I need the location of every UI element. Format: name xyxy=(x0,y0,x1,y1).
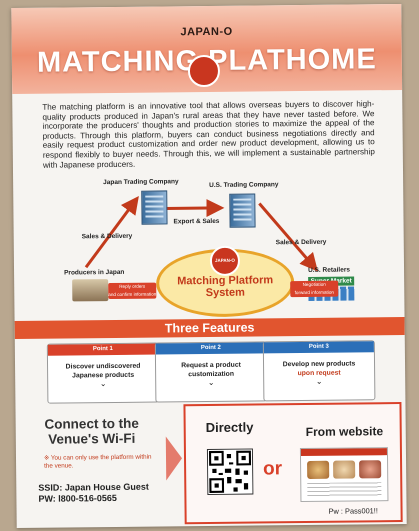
feature-card-3: Point 3 Develop new products upon reques… xyxy=(262,340,376,402)
chevron-down-icon: ⌄ xyxy=(99,379,107,389)
feature-card-2: Point 2 Request a product customization … xyxy=(154,341,268,403)
website-password: Pw : Pass001!! xyxy=(328,506,378,516)
wifi-title: Connect to the Venue's Wi-Fi xyxy=(22,416,162,447)
wifi-ssid: SSID: Japan House Guest xyxy=(38,481,149,493)
feature-2-text: Request a product customization xyxy=(156,360,266,379)
arrow-right-icon xyxy=(165,436,183,481)
wifi-title-line2: Venue's Wi-Fi xyxy=(48,430,136,447)
retailers-label: U.S. Retailers xyxy=(308,266,351,274)
feature-2-point: Point 2 xyxy=(155,342,266,355)
directly-label: Directly xyxy=(205,419,254,436)
intro-text: The matching platform is an innovative t… xyxy=(42,99,375,170)
website-text-lines xyxy=(307,482,382,497)
website-food-image-1 xyxy=(307,460,330,479)
left-arrow-line2: and confirm information xyxy=(108,291,157,298)
flow-diagram-arrows xyxy=(84,195,318,272)
or-label: or xyxy=(263,458,283,480)
logo-icon xyxy=(187,54,221,88)
feature-card-1: Point 1 Discover undiscovered Japanese p… xyxy=(46,342,160,404)
features-heading: Three Features xyxy=(14,316,405,340)
platform-title: Matching Platform System xyxy=(156,274,294,299)
right-arrow-line2: forward information xyxy=(294,289,334,296)
sales-delivery-right-label: Sales & Delivery xyxy=(275,238,327,247)
wifi-note: ※ You can only use the platform within t… xyxy=(43,453,152,470)
website-banner xyxy=(300,448,387,457)
producers-label: Producers in Japan xyxy=(64,268,125,277)
right-arrow-box: Negotiation forward information xyxy=(290,280,339,298)
feature-1-point: Point 1 xyxy=(47,343,158,356)
feature-3-point: Point 3 xyxy=(263,341,374,354)
wifi-password: PW: l800-516-0565 xyxy=(38,492,117,504)
wifi-title-line1: Connect to the xyxy=(44,415,139,432)
us-trading-building-icon xyxy=(229,193,256,228)
from-website-label: From website xyxy=(305,424,384,439)
export-sales-label: Export & Sales xyxy=(173,217,220,226)
sales-delivery-left-label: Sales & Delivery xyxy=(81,232,133,241)
japan-trading-building-icon xyxy=(141,190,168,225)
platform-badge: JAPAN-O xyxy=(209,245,241,276)
chevron-down-icon: ⌄ xyxy=(315,376,323,386)
wifi-credentials: SSID: Japan House Guest PW: l800-516-056… xyxy=(38,482,149,505)
producers-image xyxy=(72,279,109,302)
feature-1-text: Discover undiscovered Japanese products xyxy=(48,362,158,381)
chevron-down-icon: ⌄ xyxy=(207,377,215,388)
qr-code-icon[interactable] xyxy=(206,448,254,496)
website-food-image-3 xyxy=(359,460,382,479)
website-food-image-2 xyxy=(333,460,356,479)
left-arrow-box: Reply orders and confirm information xyxy=(108,282,157,300)
us-trading-label: U.S. Trading Company xyxy=(209,181,279,189)
flyer: JAPAN-O MATCHING PLATHOME The matching p… xyxy=(11,3,407,529)
feature-3-text: Develop new products upon request xyxy=(264,359,374,378)
platform-title-line2: System xyxy=(205,286,245,300)
website-screenshot[interactable] xyxy=(299,447,389,503)
japan-trading-label: Japan Trading Company xyxy=(103,178,179,187)
